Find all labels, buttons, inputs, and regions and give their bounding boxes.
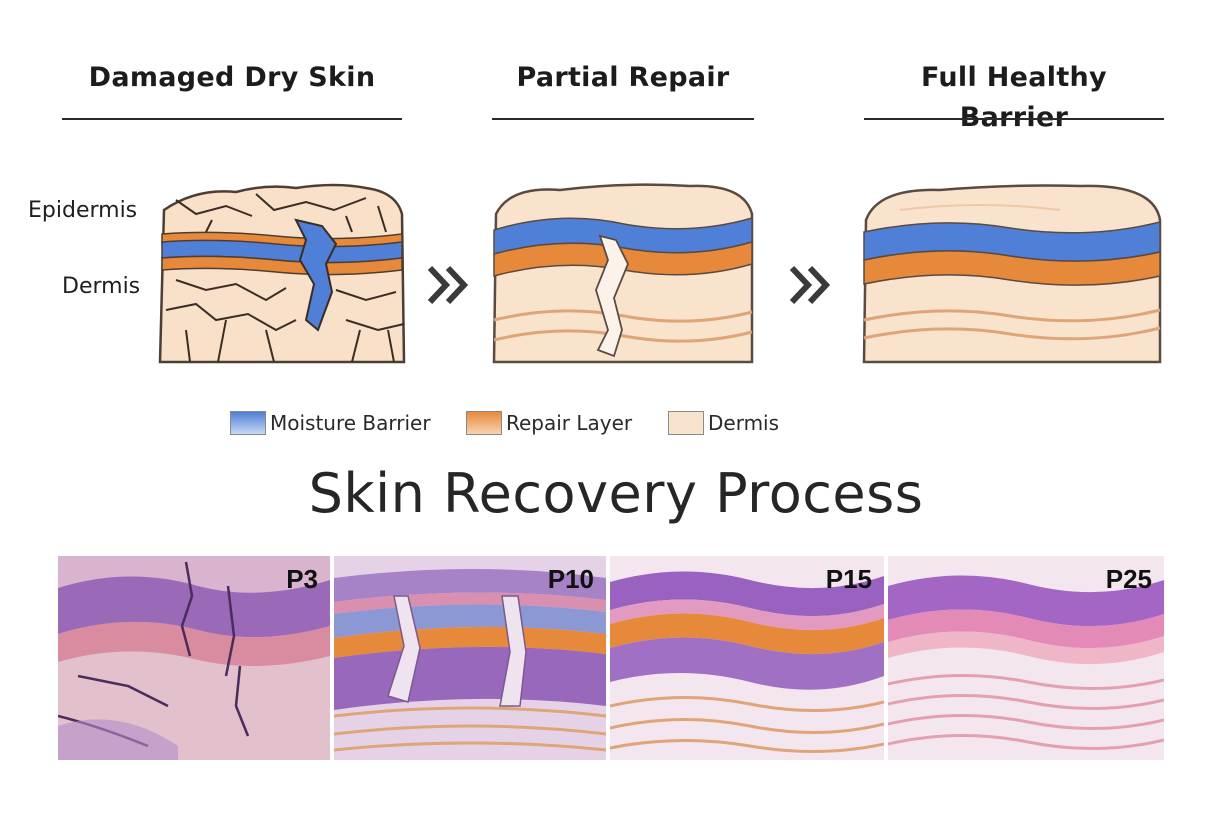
histology-image-p25	[888, 556, 1164, 760]
panel-label: P10	[547, 564, 594, 594]
double-chevron-icon-2	[789, 265, 831, 305]
legend-label: Repair Layer	[506, 411, 633, 435]
legend-dermis: Dermis	[668, 408, 779, 438]
title-underline-full	[864, 118, 1164, 120]
double-chevron-icon-1	[427, 265, 469, 305]
histology-image-p15	[610, 556, 884, 760]
panel-label: P3	[286, 564, 318, 594]
stage-title-partial: Partial Repair	[516, 62, 730, 93]
full-barrier-diagram	[862, 184, 1162, 364]
dermis-label: Dermis	[62, 274, 141, 299]
histology-image-p3	[58, 556, 330, 760]
histology-panel-p25: P25	[888, 556, 1164, 760]
legend-label: Moisture Barrier	[270, 411, 431, 435]
legend-moisture-barrier: Moisture Barrier	[230, 408, 431, 438]
repair-layer-swatch	[466, 411, 502, 435]
histology-panel-p15: P15	[610, 556, 884, 760]
histology-panel-p3: P3	[58, 556, 330, 760]
panel-label: P15	[825, 564, 872, 594]
legend-label: Dermis	[708, 411, 780, 435]
title-underline-partial	[492, 118, 754, 120]
moisture-barrier-swatch	[230, 411, 266, 435]
stage-title-full: Full Healthy Barrier	[921, 62, 1107, 133]
damaged-skin-diagram	[158, 183, 406, 364]
title-underline-damaged	[62, 118, 402, 120]
legend-repair-layer: Repair Layer	[466, 408, 632, 438]
partial-repair-diagram	[492, 183, 754, 364]
epidermis-label: Epidermis	[28, 198, 138, 223]
stage-title-damaged: Damaged Dry Skin	[88, 62, 376, 93]
histology-image-p10	[334, 556, 606, 760]
histology-panel-p10: P10	[334, 556, 606, 760]
main-title: Skin Recovery Process	[308, 462, 924, 525]
dermis-swatch	[668, 411, 704, 435]
panel-label: P25	[1105, 564, 1152, 594]
